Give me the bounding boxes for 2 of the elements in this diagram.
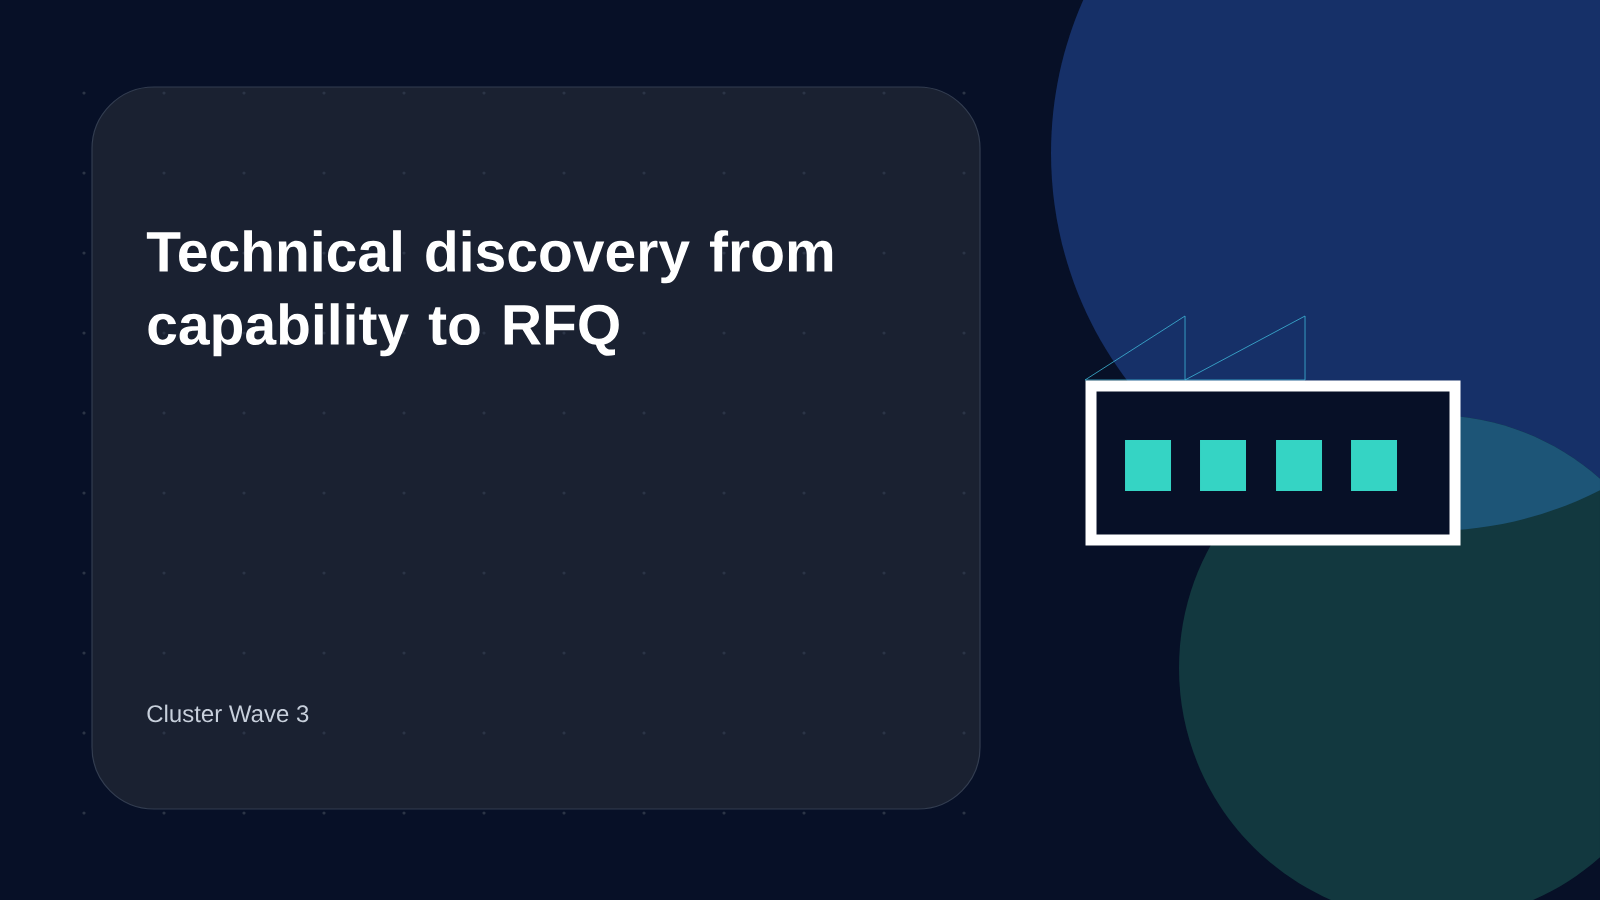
subtitle: Cluster Wave 3 <box>147 704 309 723</box>
title: Technical discovery from capability to RFQ <box>146 230 833 357</box>
